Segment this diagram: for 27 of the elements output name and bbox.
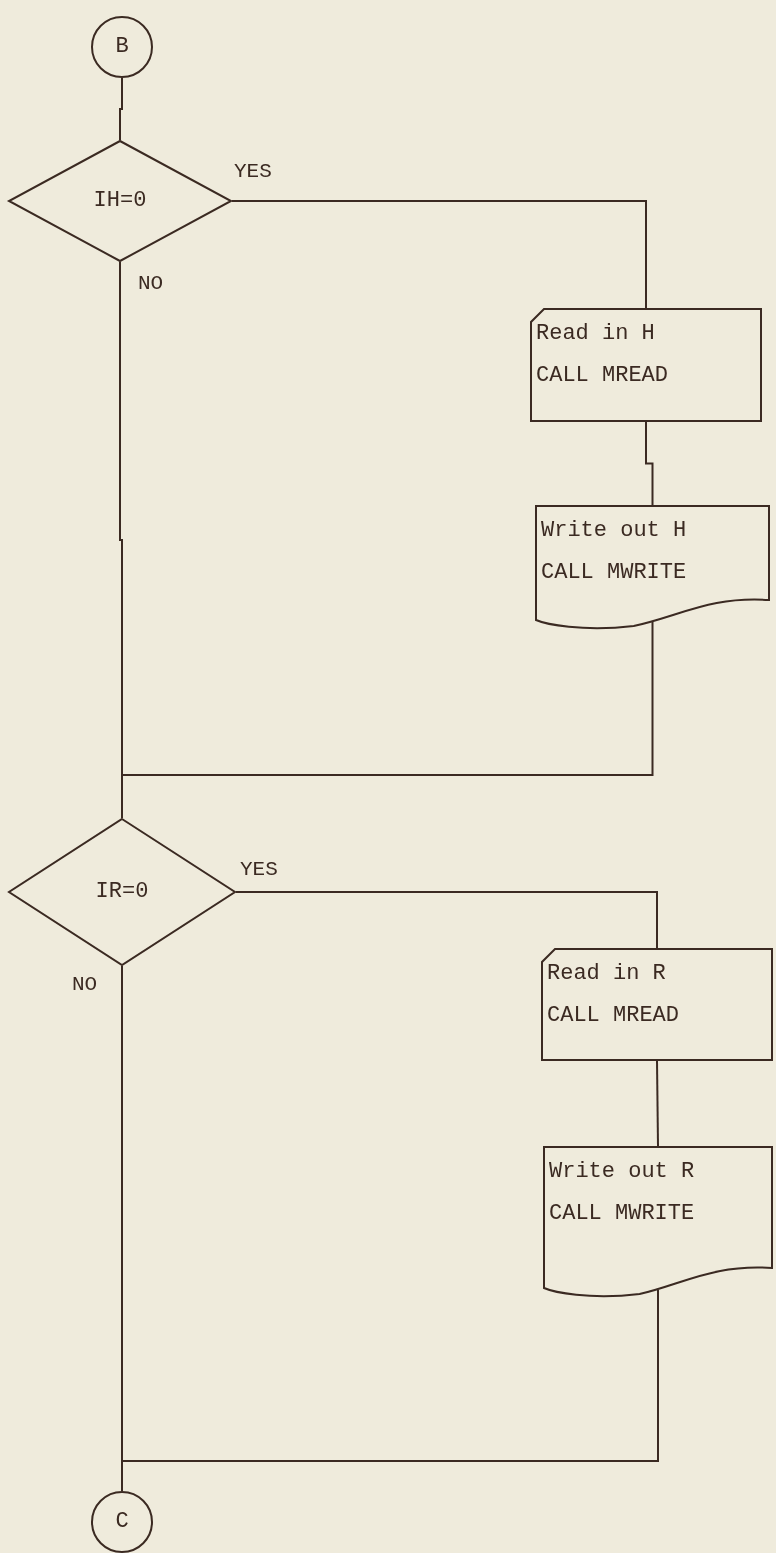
flow-line [235,891,658,949]
node-text: CALL MREAD [547,1001,680,1029]
flow-line [645,421,654,506]
document-box [543,1146,773,1298]
node-text: Read in H [536,320,655,348]
flow-line [121,621,654,819]
decision-diamond [8,818,236,966]
node-text: IR=0 [95,878,149,906]
connector-circle [91,16,153,78]
flow-line [121,1289,659,1492]
flow-line [231,200,647,309]
node-text: Write out H [541,517,687,545]
node-text: CALL MWRITE [541,558,687,586]
flow-line [656,1060,659,1147]
node-text: Write out R [549,1158,695,1186]
node-text: CALL MREAD [536,361,669,389]
decision-diamond [8,140,232,262]
node-text: CALL MWRITE [549,1199,695,1227]
connector-circle [91,1491,153,1553]
node-text: IH=0 [93,187,147,215]
punched-card-box [530,308,762,422]
node-text: Read in R [547,960,666,988]
node-text: C [115,1508,129,1536]
node-text: B [115,33,129,61]
punched-card-box [541,948,773,1061]
document-box [535,505,770,630]
flow-line [119,77,123,141]
